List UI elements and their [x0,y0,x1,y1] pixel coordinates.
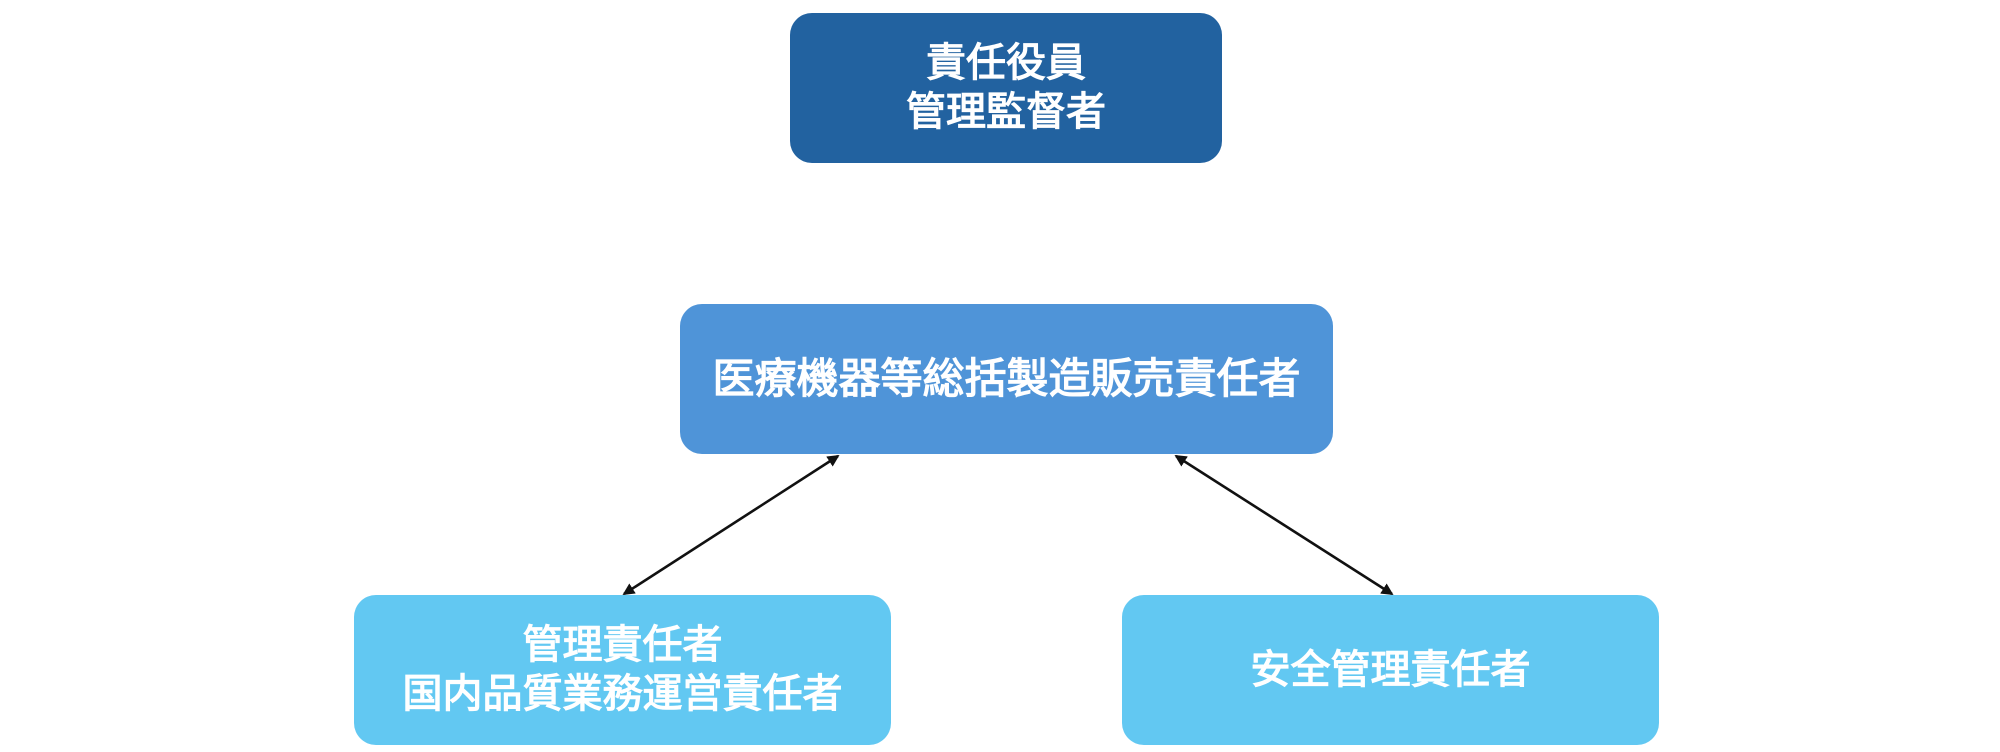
node-right-line-1: 安全管理責任者 [1250,646,1531,693]
node-responsible-officer: 責任役員 管理監督者 [790,13,1222,163]
node-safety-manager: 安全管理責任者 [1122,595,1659,745]
node-quality-manager: 管理責任者 国内品質業務運営責任者 [354,595,891,745]
node-top-line-2: 管理監督者 [906,89,1106,135]
node-left-line-1: 管理責任者 [522,622,723,669]
connector-middle-to-left [622,454,840,596]
node-left-line-2: 国内品質業務運営責任者 [402,671,843,717]
connector-middle-to-right [1174,454,1394,596]
node-top-line-1: 責任役員 [926,40,1086,87]
node-general-manufacturing-sales-manager: 医療機器等総括製造販売責任者 [680,304,1333,454]
node-middle-line-1: 医療機器等総括製造販売責任者 [712,354,1301,404]
